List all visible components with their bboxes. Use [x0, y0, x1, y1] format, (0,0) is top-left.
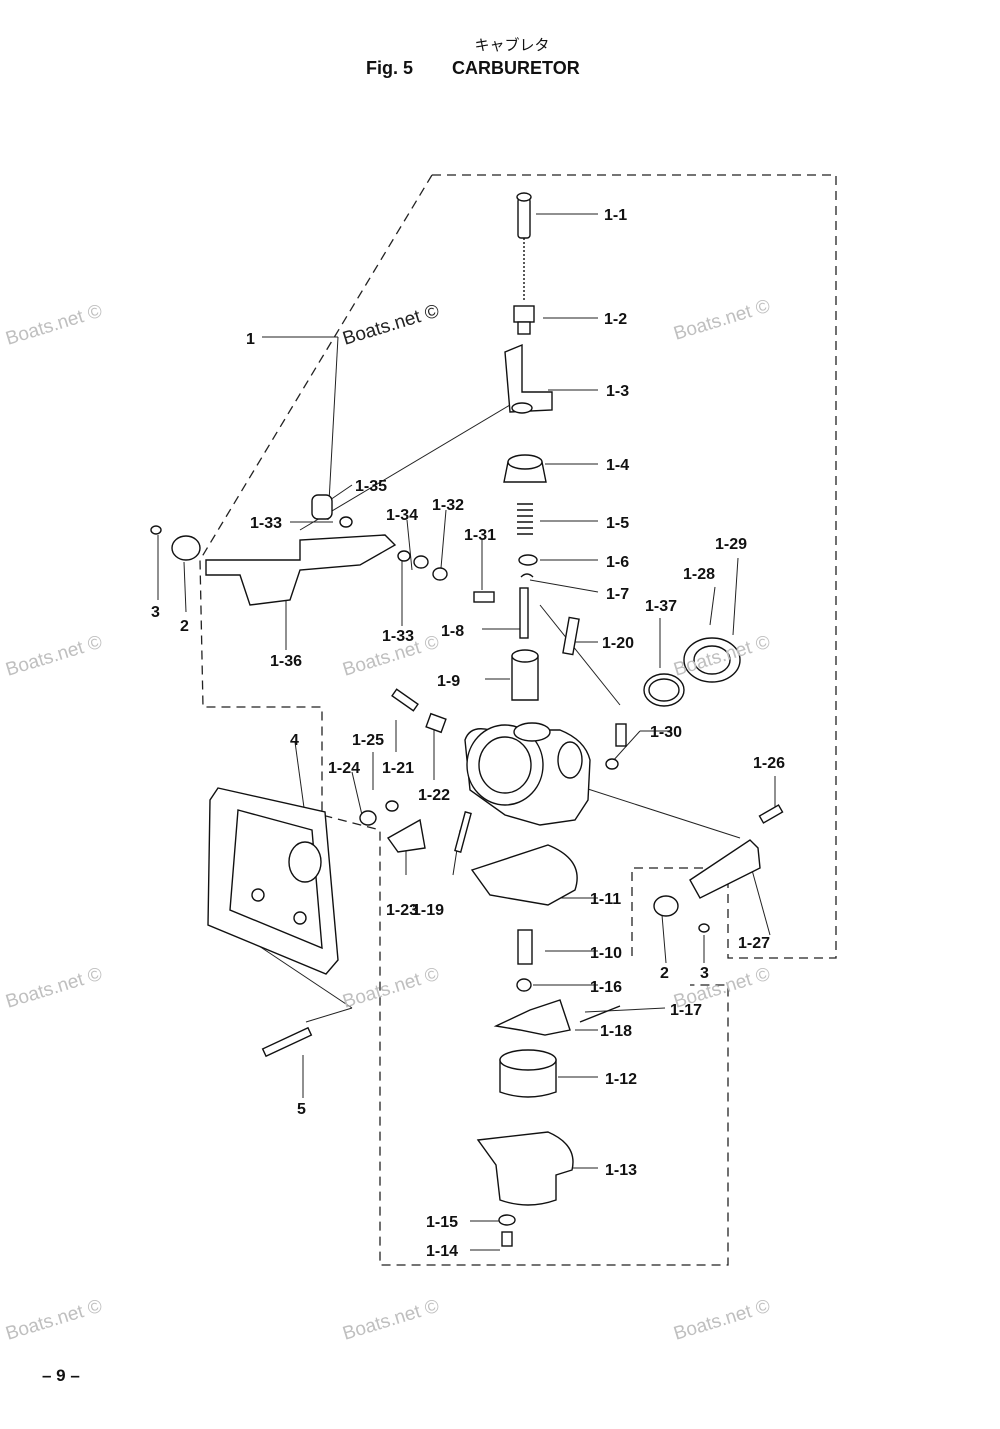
callout-label: 1-31 — [464, 527, 496, 544]
callout-label: 1-10 — [590, 945, 622, 962]
watermark: Boats.net © — [3, 632, 104, 681]
callout-label: 1-8 — [441, 623, 464, 640]
callout-label: 1-26 — [753, 755, 785, 772]
watermark: Boats.net © — [671, 964, 772, 1013]
figure-title-row: Fig. 5 CARBURETOR — [366, 58, 580, 79]
callout-label: 1-2 — [604, 311, 627, 328]
callout-label: 1-29 — [715, 536, 747, 553]
page-number: – 9 – — [42, 1366, 80, 1385]
callout-label: 1-3 — [606, 383, 629, 400]
callout-label: 1-32 — [432, 497, 464, 514]
callout-label: 1-6 — [606, 554, 629, 571]
callout-label: 1-18 — [600, 1023, 632, 1040]
parts-drawing — [150, 192, 784, 1247]
callout-label: 1-36 — [270, 653, 302, 670]
callout-label: 1-17 — [670, 1002, 702, 1019]
watermark: Boats.net © — [671, 1296, 772, 1345]
callout-label: 3 — [700, 965, 709, 982]
callout-label: 1-20 — [602, 635, 634, 652]
callout-label: 1-5 — [606, 515, 629, 532]
callout-label: 1-12 — [605, 1071, 637, 1088]
watermarks: Boats.net © Boats.net © Boats.net © Boat… — [3, 296, 772, 1345]
watermark: Boats.net © — [3, 964, 104, 1013]
callout-label: 1-34 — [386, 507, 418, 524]
leader-lines — [157, 213, 776, 1251]
callout-label: 1-13 — [605, 1162, 637, 1179]
callout-label: 4 — [290, 732, 299, 749]
callout-label: 1-37 — [645, 598, 677, 615]
watermark: Boats.net © — [671, 296, 772, 345]
callout-label: 1-19 — [412, 902, 444, 919]
callout-label: 1-15 — [426, 1214, 458, 1231]
callout-label: 1-23 — [386, 902, 418, 919]
callout-label: 1-16 — [590, 979, 622, 996]
callout-label: 1-33 — [250, 515, 282, 532]
callout-label: 1-35 — [355, 478, 387, 495]
title-japanese: キャブレタ — [474, 36, 550, 54]
callout-label: 1-21 — [382, 760, 414, 777]
assembly-boundary — [199, 174, 837, 1266]
callout-label: 3 — [151, 604, 160, 621]
watermark: Boats.net © — [340, 964, 441, 1013]
callout-label: 1-25 — [352, 732, 384, 749]
callout-label: 1-7 — [606, 586, 629, 603]
callout-label: 1-22 — [418, 787, 450, 804]
watermark: Boats.net © — [3, 301, 104, 350]
callout-label: 1-30 — [650, 724, 682, 741]
callout-label: 1-27 — [738, 935, 770, 952]
callout-label: 2 — [180, 618, 189, 635]
callout-label: 1-4 — [606, 457, 629, 474]
callout-label: 1 — [246, 331, 255, 348]
callout-label: 2 — [660, 965, 669, 982]
callout-label: 1-11 — [590, 891, 621, 908]
callout-label: 1-9 — [437, 673, 460, 690]
callout-label: 1-28 — [683, 566, 715, 583]
watermark: Boats.net © — [340, 1296, 441, 1345]
figure-title: CARBURETOR — [452, 58, 580, 78]
watermark: Boats.net © — [340, 301, 441, 350]
callout-labels: 1 1-1 1-2 1-3 1-4 1-5 1-6 1-7 1-8 1-9 1-10 1-11 1-12… — [151, 207, 785, 1260]
callout-label: 1-33 — [382, 628, 414, 645]
watermark: Boats.net © — [3, 1296, 104, 1345]
callout-label: 1-24 — [328, 760, 360, 777]
figure-number: Fig. 5 — [366, 58, 414, 78]
callout-label: 1-1 — [604, 207, 627, 224]
callout-label: 5 — [297, 1101, 306, 1118]
callout-label: 1-14 — [426, 1243, 458, 1260]
